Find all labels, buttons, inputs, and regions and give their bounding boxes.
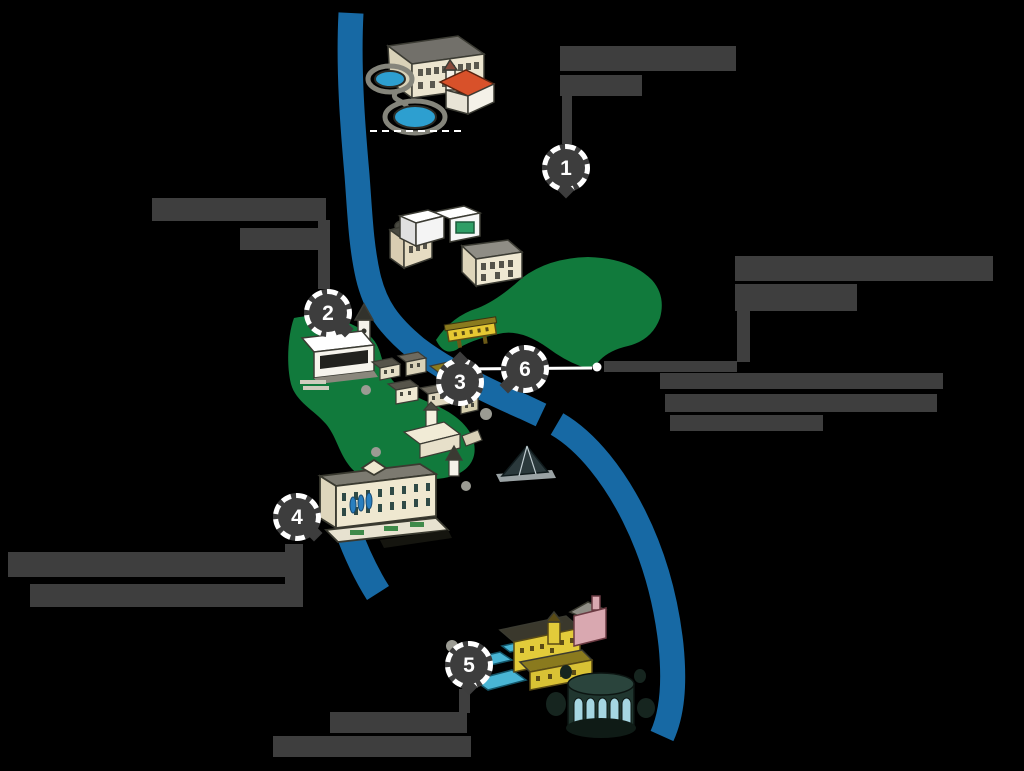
map-marker-4[interactable]: 4 [273,493,323,542]
redacted-label-marker-2 [240,228,321,250]
redacted-label-marker-2 [152,198,326,221]
park-area-right [436,257,662,368]
leader-line [737,309,750,362]
redacted-label-route-3-6 [665,394,937,412]
map-marker-3[interactable]: 3 [436,351,484,406]
redacted-label-marker-6 [735,284,857,311]
leader-line [604,361,737,372]
redacted-label-marker-4 [8,552,290,577]
marker-number: 1 [560,156,572,180]
route-endpoint-dot [592,362,602,372]
redacted-label-marker-6 [735,256,993,281]
grand-hotel-illustration [317,458,452,548]
redacted-label-route-3-6 [660,373,943,389]
leader-line [459,689,470,713]
marker-number: 2 [322,301,334,325]
river-lower [550,413,686,742]
redacted-label-marker-1 [560,75,642,96]
spa-resort-illustration [365,35,496,136]
wooden-bridge-illustration [443,316,498,349]
map-marker-5[interactable]: 5 [445,641,493,696]
concert-hall-illustration [300,302,378,390]
redacted-label-marker-5 [330,712,467,733]
map-marker-1[interactable]: 1 [542,144,590,199]
leader-line [318,220,330,289]
congress-center-illustration [388,205,524,288]
redacted-label-marker-4 [30,584,296,607]
redacted-label-marker-1 [560,46,736,71]
marker-number: 6 [519,357,531,381]
map-marker-2[interactable]: 2 [304,289,354,338]
marker-number: 5 [463,653,475,677]
marker-number: 4 [291,505,303,529]
marker-number: 3 [454,370,466,394]
redacted-label-route-3-6 [670,415,823,431]
thermal-baths-illustration [446,595,655,738]
leader-line [562,95,572,144]
redacted-label-marker-5 [273,736,471,757]
map-marker-6[interactable]: 6 [499,345,549,394]
